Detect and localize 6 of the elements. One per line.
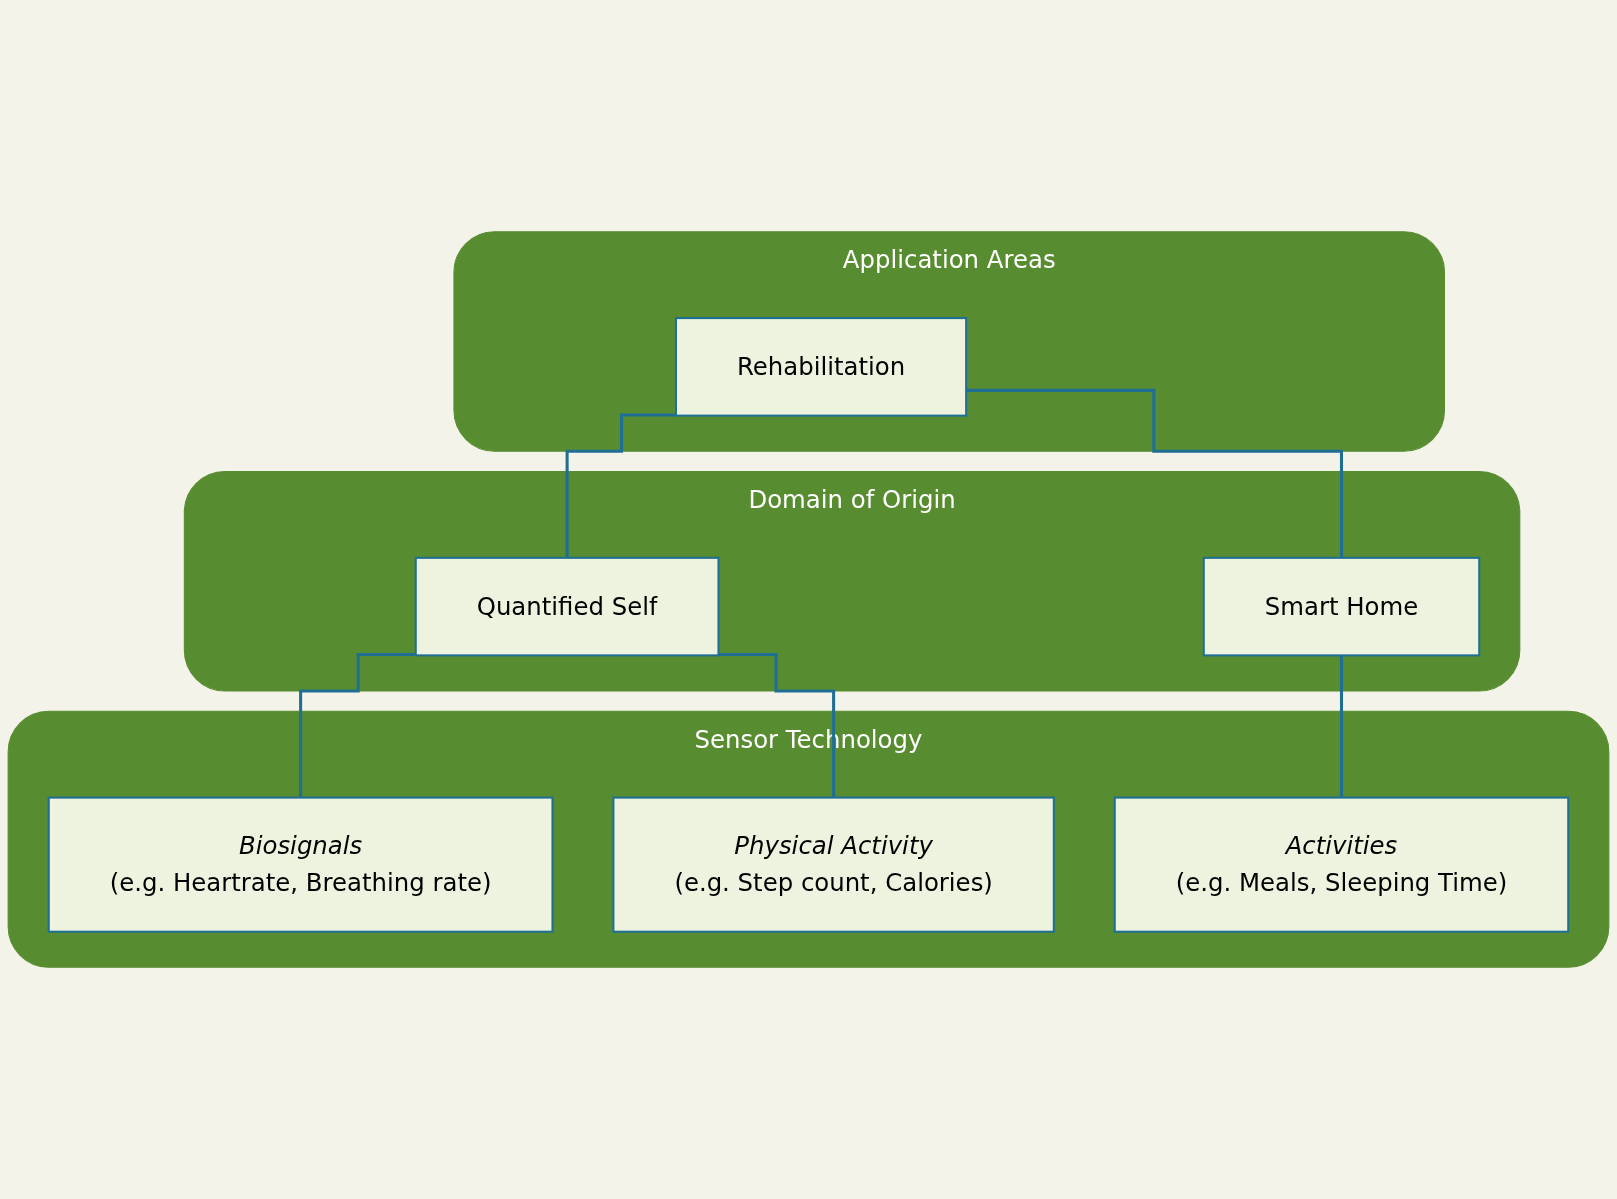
node-box: Smart Home [1202, 556, 1481, 657]
node-box: Quantified Self [414, 556, 720, 657]
node-box: Physical Activity (e.g. Step count, Calories) [612, 796, 1055, 933]
node-box: Rehabilitation [674, 317, 968, 417]
node-box: Activities (e.g. Meals, Sleeping Time) [1113, 796, 1570, 933]
node-box: Biosignals (e.g. Heartrate, Breathing rate) [47, 796, 554, 933]
